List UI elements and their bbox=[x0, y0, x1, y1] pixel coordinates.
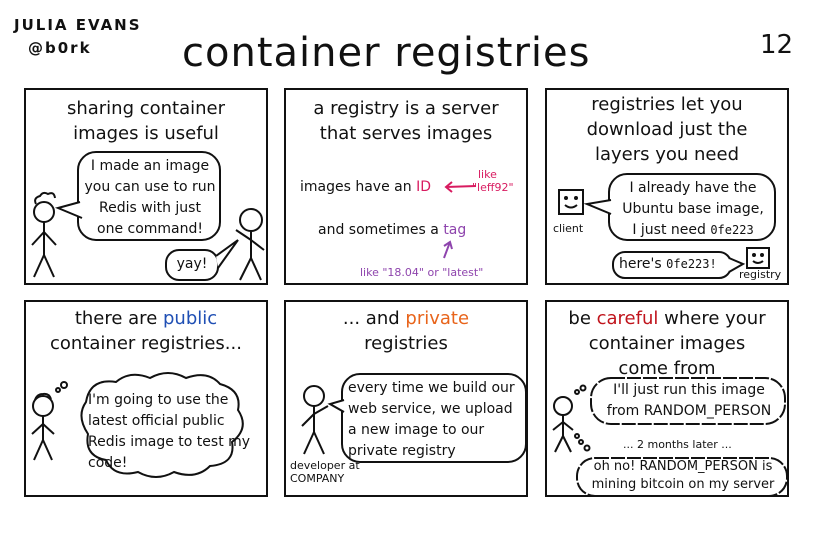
title-post: container registries... bbox=[50, 333, 242, 354]
title-highlight: private bbox=[405, 308, 470, 329]
panel-title: there are public container registries... bbox=[26, 306, 266, 356]
speech-bubble-text: every time we build our web service, we … bbox=[348, 380, 515, 459]
stick-figure bbox=[31, 381, 68, 461]
bubble-tail bbox=[54, 201, 83, 219]
title-post-2: container images come from bbox=[588, 333, 746, 379]
author-name: JULIA EVANS bbox=[14, 16, 142, 34]
stick-figure bbox=[301, 385, 329, 455]
client-icon bbox=[558, 189, 584, 215]
person-label: developer at COMPANY bbox=[290, 459, 360, 485]
speech-bubble bbox=[341, 373, 527, 463]
panel-drawing bbox=[558, 173, 776, 279]
thought-bubble-2 bbox=[576, 457, 788, 497]
title-pre: be bbox=[568, 308, 591, 329]
reply-layer-id: 0fe223! bbox=[666, 257, 717, 271]
author-block: JULIA EVANS @b0rk bbox=[14, 14, 142, 60]
stick-figure-left bbox=[31, 191, 57, 278]
thought-bubble bbox=[80, 372, 244, 478]
bubble-line-3-text: I just need bbox=[632, 222, 706, 238]
stick-figure bbox=[552, 384, 591, 453]
thought-bubble-text: I'm going to use the latest official pub… bbox=[88, 392, 251, 471]
tag-arrow bbox=[443, 241, 451, 259]
bubble-line-1: I already have the bbox=[629, 180, 757, 196]
thought-bubble-1 bbox=[590, 377, 786, 425]
title-post-1: where your bbox=[664, 308, 766, 329]
panel-drawing bbox=[31, 372, 244, 478]
bubble-line-2: Ubuntu base image, bbox=[622, 201, 764, 217]
tag-line: and sometimes a tag bbox=[318, 220, 466, 241]
page-number: 12 bbox=[760, 30, 794, 60]
registry-label: registry bbox=[739, 268, 782, 281]
panel-drawing bbox=[552, 377, 788, 497]
id-arrow bbox=[445, 185, 477, 188]
author-handle: @b0rk bbox=[28, 39, 92, 57]
title-highlight: careful bbox=[596, 308, 659, 329]
title-pre: there are bbox=[74, 308, 158, 329]
time-skip-text: ... 2 months later ... bbox=[623, 438, 732, 451]
title-highlight: public bbox=[163, 308, 218, 329]
layer-id: 0fe223 bbox=[710, 223, 754, 237]
like-value: "leff92" bbox=[472, 181, 514, 194]
tag-line-text: and sometimes a bbox=[318, 222, 439, 238]
panel-arrows bbox=[443, 181, 477, 259]
speech-bubble-text: I made an image you can use to run Redis… bbox=[84, 158, 216, 237]
panel-sharing: sharing container images is useful I mad… bbox=[24, 88, 268, 285]
like-label: like bbox=[478, 168, 497, 181]
panel-careful: be careful where your container images c… bbox=[545, 300, 789, 497]
reply-text: yay! bbox=[176, 256, 208, 272]
tag-highlight: tag bbox=[443, 222, 467, 238]
title-line-1: be careful where your bbox=[555, 306, 779, 331]
reply-text-label: here's bbox=[619, 256, 662, 272]
thought-2-text: oh no! RANDOM_PERSON is mining bitcoin o… bbox=[591, 459, 775, 492]
panel-layers: registries let you download just the lay… bbox=[545, 88, 789, 285]
page-title: container registries bbox=[182, 30, 591, 76]
title-pre: ... and bbox=[342, 308, 400, 329]
panel-drawing bbox=[301, 373, 527, 463]
panel-title: registries let you download just the lay… bbox=[586, 94, 748, 165]
stick-figure-right bbox=[235, 208, 265, 281]
id-line: images have an ID bbox=[300, 177, 431, 198]
panel-registry-server: a registry is a server that serves image… bbox=[284, 88, 528, 285]
tag-note: like "18.04" or "latest" bbox=[360, 266, 484, 279]
panel-title: ... and private registries bbox=[286, 306, 526, 356]
client-label: client bbox=[553, 222, 584, 235]
bubble-line-3: I just need 0fe223 bbox=[615, 220, 771, 241]
panel-title: a registry is a server that serves image… bbox=[313, 98, 499, 144]
id-highlight: ID bbox=[416, 179, 431, 195]
panel-drawing bbox=[31, 151, 265, 281]
title-post: registries bbox=[364, 333, 448, 354]
reply-text: here's 0fe223! bbox=[619, 254, 717, 275]
panel-private: ... and private registries every time we… bbox=[284, 300, 528, 497]
speech-bubble-text: I already have the Ubuntu base image, I … bbox=[615, 178, 771, 241]
panel-public: there are public container registries...… bbox=[24, 300, 268, 497]
registry-icon bbox=[746, 247, 770, 269]
thought-1-text: I'll just run this image from RANDOM_PER… bbox=[606, 382, 772, 419]
panel-title: be careful where your container images c… bbox=[547, 306, 787, 381]
panel-title: sharing container images is useful bbox=[66, 98, 226, 144]
speech-bubble bbox=[77, 151, 221, 241]
id-line-text: images have an bbox=[300, 179, 412, 195]
